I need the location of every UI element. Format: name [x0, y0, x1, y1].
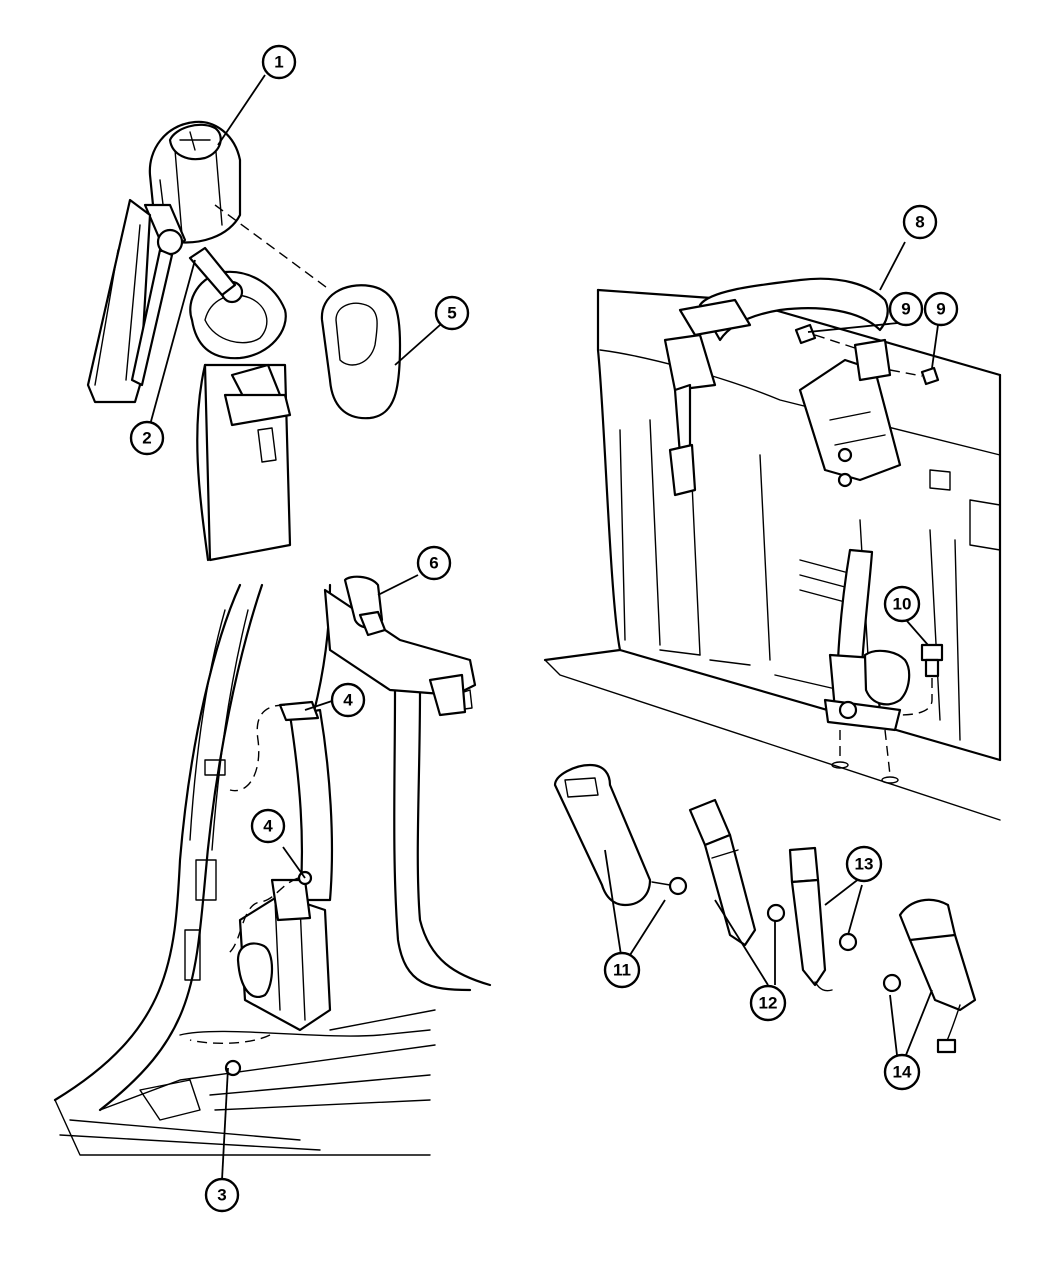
callout-leaders	[149, 74, 939, 1181]
b-pillar-retractor-assembly	[53, 575, 492, 1156]
callout-14: 14	[883, 1053, 921, 1091]
callout-label: 2	[142, 429, 151, 448]
buckle-parts	[553, 763, 977, 1054]
callout-10: 10	[883, 585, 921, 623]
upper-belt-guide-assembly	[86, 120, 331, 562]
callout-label: 6	[429, 554, 438, 573]
callout-label: 1	[274, 53, 283, 72]
callout-label: 9	[901, 300, 910, 319]
callout-label: 4	[263, 817, 273, 836]
callout-2: 2	[129, 420, 165, 456]
callout-label: 14	[893, 1063, 912, 1082]
loop-cover	[320, 284, 402, 420]
callout-3: 3	[204, 1177, 240, 1213]
callout-label: 4	[343, 691, 353, 710]
callout-4-upper: 4	[330, 682, 366, 718]
callout-8: 8	[902, 204, 938, 240]
callout-13: 13	[845, 845, 883, 883]
callout-label: 12	[759, 994, 778, 1013]
rear-seat-back-assembly	[543, 277, 1002, 821]
callout-label: 10	[893, 595, 912, 614]
callout-9-right: 9	[923, 291, 959, 327]
callout-1: 1	[261, 44, 297, 80]
callout-9-left: 9	[888, 291, 924, 327]
callout-11: 11	[603, 951, 641, 989]
callout-label: 5	[447, 304, 456, 323]
callout-4-lower: 4	[250, 808, 286, 844]
callout-label: 8	[915, 213, 924, 232]
callout-6: 6	[416, 545, 452, 581]
callout-5: 5	[434, 295, 470, 331]
callout-label: 9	[936, 300, 945, 319]
callout-label: 3	[217, 1186, 226, 1205]
callout-label: 11	[613, 961, 631, 980]
callout-label: 13	[855, 855, 874, 874]
callout-12: 12	[749, 984, 787, 1022]
